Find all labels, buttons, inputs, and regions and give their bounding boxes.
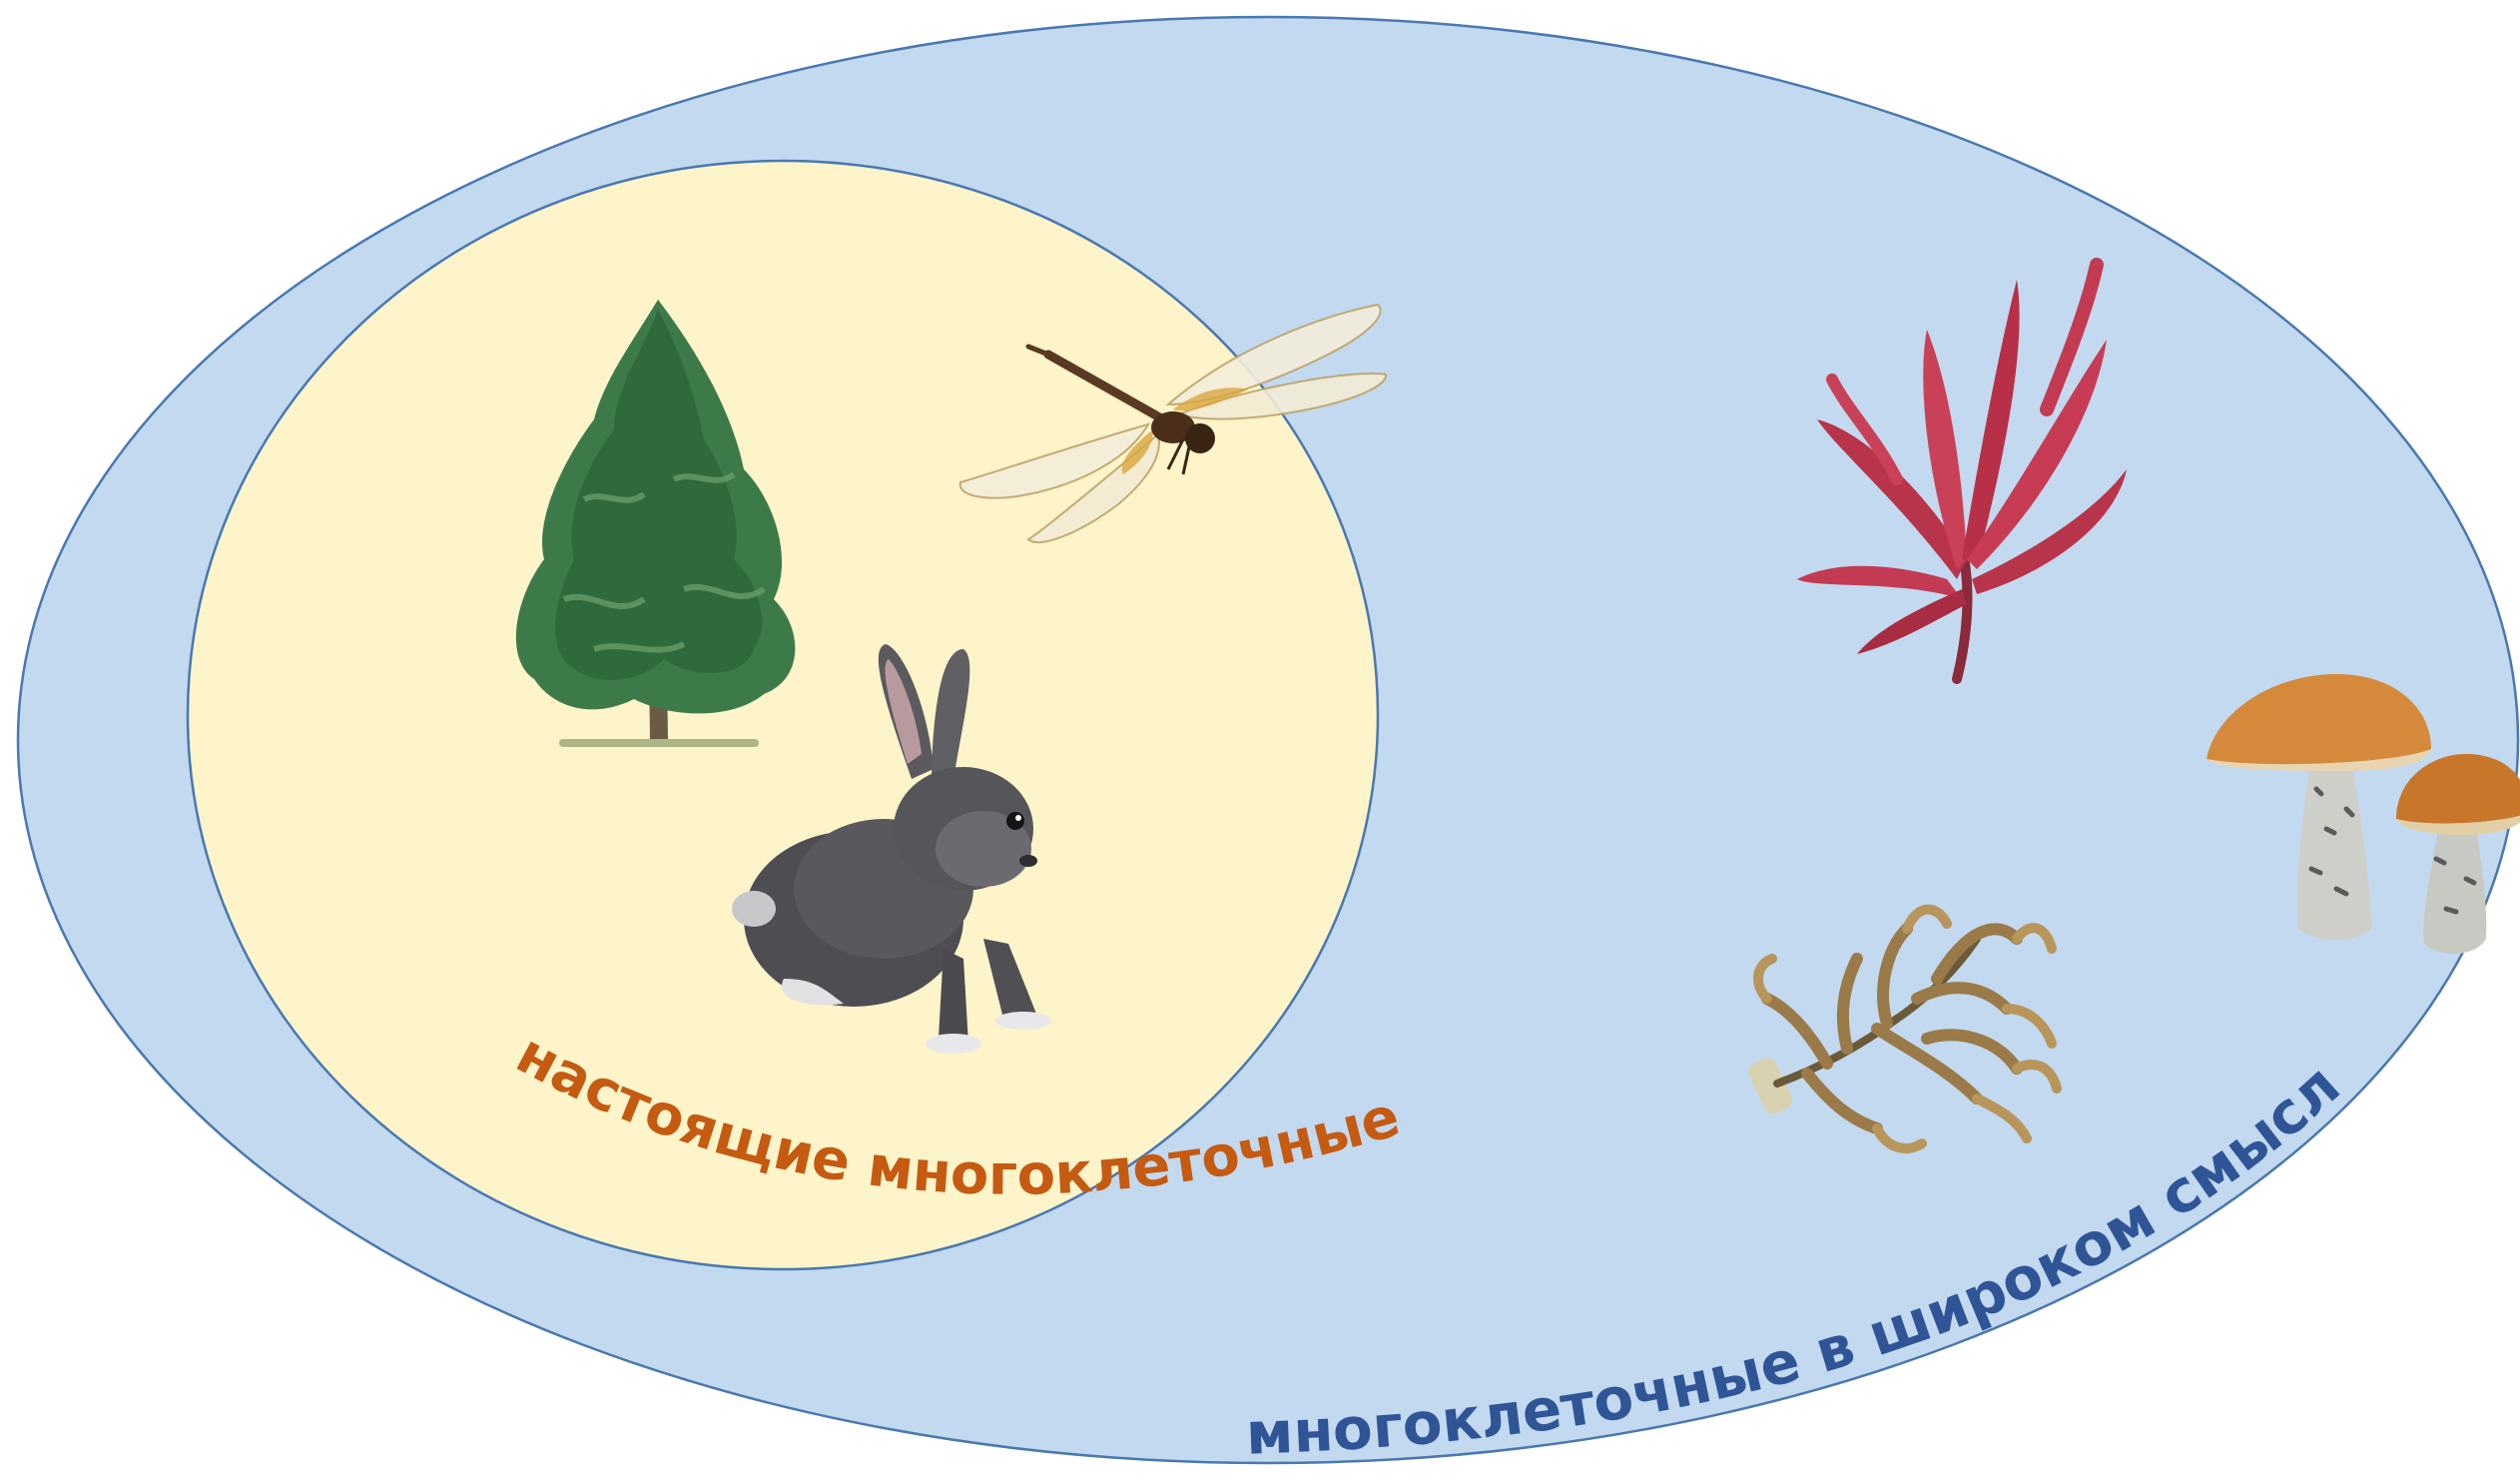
inner-set-ellipse (188, 161, 1378, 1269)
